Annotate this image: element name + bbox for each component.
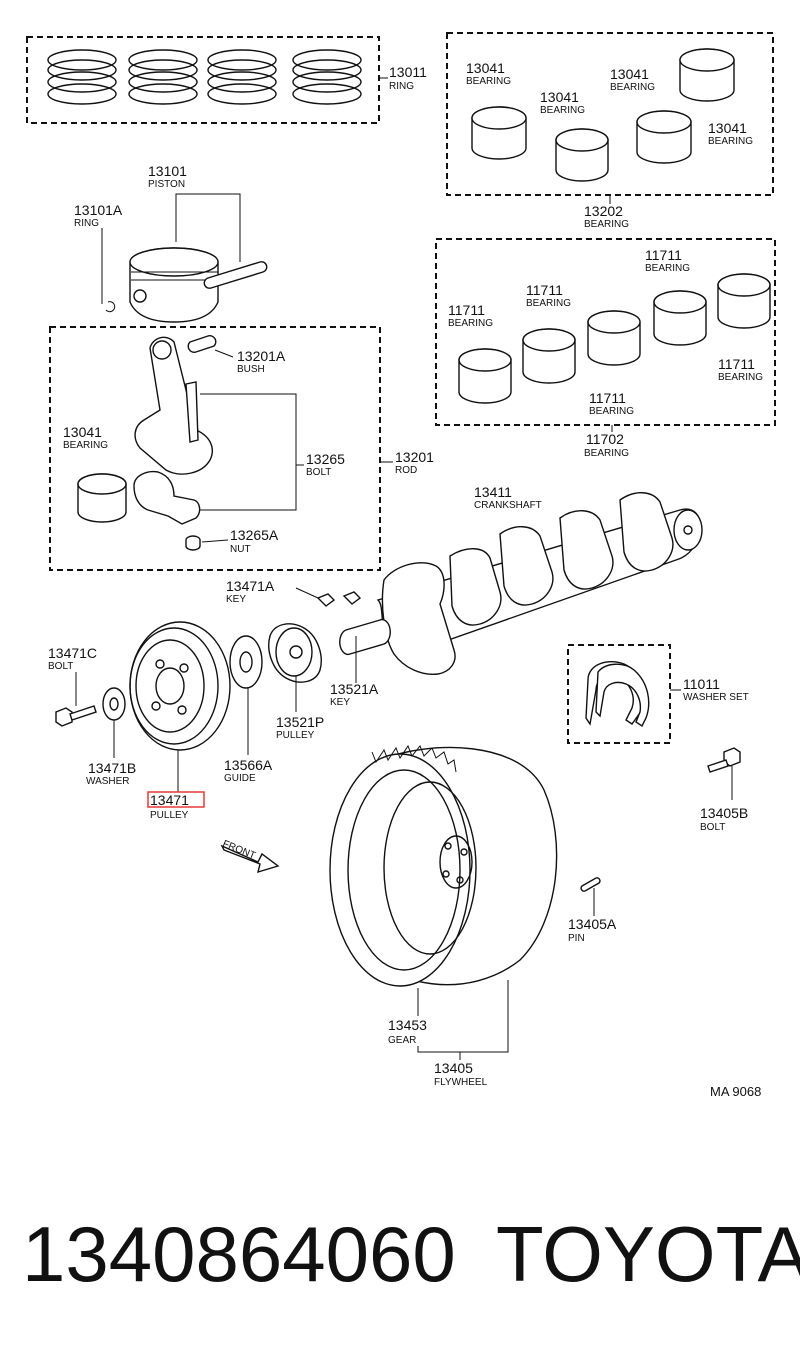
- callout-11711-b-number: 11711: [526, 282, 563, 298]
- callout-13201A-name: BUSH: [237, 364, 265, 375]
- callout-13041-c-number: 13041: [610, 66, 649, 82]
- callout-13041-a-number: 13041: [466, 60, 505, 76]
- crankshaft-pulley: [129, 621, 231, 751]
- callout-13405A-name: PIN: [568, 933, 585, 944]
- callout-11711-c-name: BEARING: [645, 263, 690, 274]
- callout-13101A-number: 13101A: [74, 202, 123, 218]
- rod-bearing-set: [446, 32, 774, 196]
- callout-11702-name: BEARING: [584, 448, 629, 459]
- callout-13471A-name: KEY: [226, 594, 246, 605]
- flywheel-bolt: [707, 747, 741, 773]
- callout-13521A-number: 13521A: [330, 681, 379, 697]
- crankshaft-timing-pulley: [268, 623, 322, 683]
- callout-13471B-number: 13471B: [88, 760, 136, 776]
- callout-13521P-number: 13521P: [276, 714, 324, 730]
- footer: 1340864060 TOYOTA: [0, 1215, 800, 1325]
- callout-13405-name: FLYWHEEL: [434, 1077, 488, 1088]
- callout-13405A-number: 13405A: [568, 916, 617, 932]
- piston-ring-set: [26, 36, 380, 124]
- callout-11711-b-name: BEARING: [526, 298, 571, 309]
- parts-diagram: 13011 RING 13041 BEARING 13041 BEARING 1…: [26, 32, 776, 1099]
- callout-13411-name: CRANKSHAFT: [474, 500, 542, 511]
- front-direction-arrow: FRONT: [220, 839, 280, 874]
- callout-11711-d-number: 11711: [589, 390, 626, 406]
- callout-11011-name: WASHER SET: [683, 692, 749, 703]
- callout-13521A-name: KEY: [330, 697, 350, 708]
- flywheel: [329, 744, 558, 987]
- main-bearing-set: [435, 238, 776, 426]
- callout-13566A-name: GUIDE: [224, 773, 256, 784]
- callout-13041-rod-name: BEARING: [63, 440, 108, 451]
- callout-13041-d-name: BEARING: [708, 136, 753, 147]
- callout-11711-c-number: 11711: [645, 247, 682, 263]
- callout-13041-a-name: BEARING: [466, 76, 511, 87]
- pulley-washer: [102, 687, 126, 721]
- callout-13453-name: GEAR: [388, 1035, 416, 1046]
- brand-name: TOYOTA: [496, 1210, 800, 1298]
- callout-13521P-name: PULLEY: [276, 730, 315, 741]
- callout-13471-number: 13471: [150, 792, 189, 808]
- callout-13201-number: 13201: [395, 449, 434, 465]
- callout-13471B-name: WASHER: [86, 776, 130, 787]
- callout-13201-name: ROD: [395, 465, 417, 476]
- callout-13101-number: 13101: [148, 163, 187, 179]
- callout-13453-number: 13453: [388, 1017, 427, 1033]
- callout-13411-number: 13411: [474, 484, 512, 500]
- callout-11711-e-name: BEARING: [718, 372, 763, 383]
- callout-13405B-number: 13405B: [700, 805, 748, 821]
- highlight-13471: [147, 791, 205, 808]
- callout-13041-rod-number: 13041: [63, 424, 102, 440]
- callout-13101-name: PISTON: [148, 179, 185, 190]
- callout-13202-number: 13202: [584, 203, 623, 219]
- callout-13041-b-name: BEARING: [540, 105, 585, 116]
- callout-13471C-name: BOLT: [48, 661, 73, 672]
- callout-13041-c-name: BEARING: [610, 82, 655, 93]
- callout-11711-a-number: 11711: [448, 302, 485, 318]
- callout-11711-d-name: BEARING: [589, 406, 634, 417]
- callout-11711-a-name: BEARING: [448, 318, 493, 329]
- callout-13471-name: PULLEY: [150, 810, 189, 821]
- callout-13405B-name: BOLT: [700, 822, 725, 833]
- callout-13471C-number: 13471C: [48, 645, 97, 661]
- callout-13011-name: RING: [389, 81, 414, 92]
- timing-belt-guide: [229, 635, 263, 689]
- callout-13265A-number: 13265A: [230, 527, 279, 543]
- connecting-rod-assembly: [49, 326, 381, 571]
- piston: [105, 247, 268, 323]
- callout-13265-name: BOLT: [306, 467, 331, 478]
- callout-11711-e-number: 11711: [718, 356, 755, 372]
- callout-13202-name: BEARING: [584, 219, 629, 230]
- callout-11702-number: 11702: [586, 431, 624, 447]
- flywheel-pin: [580, 877, 601, 892]
- callout-13405-number: 13405: [434, 1060, 473, 1076]
- pulley-key: [316, 591, 362, 607]
- callout-13041-b-number: 13041: [540, 89, 579, 105]
- callout-11011-number: 11011: [683, 676, 720, 692]
- callout-13265-number: 13265: [306, 451, 345, 467]
- thrust-washer-set: [567, 644, 671, 744]
- callout-13101A-name: RING: [74, 218, 99, 229]
- callout-13265A-name: NUT: [230, 544, 251, 555]
- callout-13471A-number: 13471A: [226, 578, 275, 594]
- part-number: 1340864060: [22, 1210, 456, 1298]
- callout-13201A-number: 13201A: [237, 348, 286, 364]
- diagram-code: MA 9068: [710, 1084, 761, 1099]
- front-label: FRONT: [221, 839, 257, 862]
- callout-13011-number: 13011: [389, 64, 427, 80]
- crankshaft: [339, 492, 703, 675]
- pulley-bolt: [55, 705, 97, 727]
- callout-13041-d-number: 13041: [708, 120, 747, 136]
- callout-13566A-number: 13566A: [224, 757, 273, 773]
